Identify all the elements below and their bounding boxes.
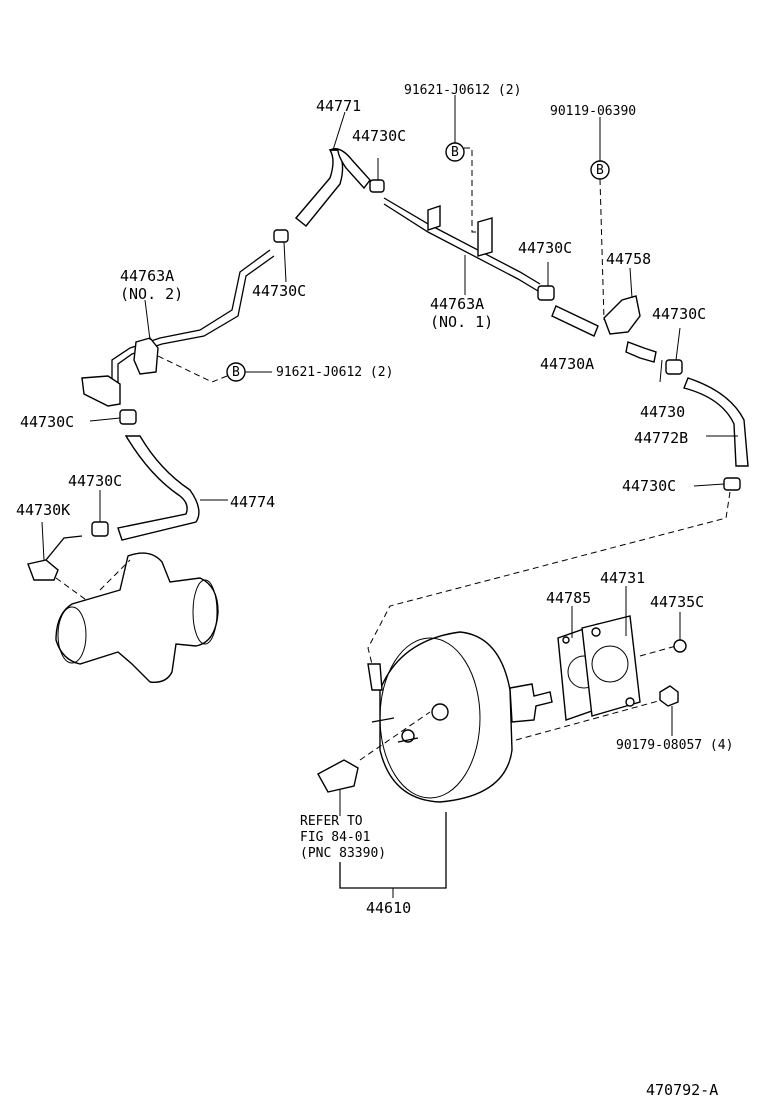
label-44735c: 44735C — [650, 593, 705, 611]
bolt-b-right — [590, 117, 610, 321]
clamp-44730c-far-left — [89, 409, 137, 425]
label-44730c-right: 44730C — [652, 305, 707, 323]
label-44730c-left: 44730C — [252, 282, 307, 300]
label-44758: 44758 — [606, 250, 652, 268]
label-44730c-lower-left: 44730C — [68, 472, 123, 490]
bolt-b-left-mark: B — [232, 365, 240, 380]
clamp-44730c-left — [273, 229, 289, 283]
label-no2: (NO. 2) — [120, 285, 184, 303]
label-44730c-lower-right: 44730C — [622, 477, 677, 495]
label-44730c-top: 44730C — [352, 127, 407, 145]
bolt-b-left — [157, 355, 272, 383]
clamp-44730c-top — [369, 158, 385, 193]
clamp-44730c-lower-left — [91, 490, 109, 537]
bolt-b-top-mark: B — [451, 145, 459, 160]
switch-83390 — [317, 759, 359, 816]
drawing-number: 470792-A — [646, 1081, 719, 1099]
valve-44730 — [625, 341, 663, 383]
plate-44731 — [581, 615, 641, 717]
nut-44735c — [673, 612, 687, 653]
clamp-44730c-lower-right — [693, 477, 741, 491]
check-valve-44758 — [603, 267, 641, 335]
label-44772b: 44772B — [634, 429, 689, 447]
bolt-b-right-mark: B — [596, 163, 604, 178]
brake-booster-44610 — [367, 631, 553, 803]
label-44763a-no2: 44763A — [120, 267, 175, 285]
label-fig: FIG 84-01 — [300, 830, 371, 845]
bolt-b-top — [445, 95, 478, 233]
label-44771: 44771 — [316, 97, 362, 115]
hose-44774 — [117, 435, 200, 541]
label-44730a: 44730A — [540, 355, 595, 373]
label-44730c-far-left: 44730C — [20, 413, 75, 431]
clamp-44730c-mid — [537, 262, 555, 301]
label-44730k: 44730K — [16, 501, 71, 519]
pipe-44763a-no1 — [383, 197, 541, 292]
union-44730k — [27, 521, 83, 581]
label-44774: 44774 — [230, 493, 276, 511]
hose-44771 — [294, 148, 371, 227]
hose-44772b — [683, 377, 749, 467]
label-refer-to: REFER TO — [300, 814, 363, 829]
label-44763a-no1: 44763A — [430, 295, 485, 313]
label-44730: 44730 — [640, 403, 686, 421]
label-90179: 90179-08057 (4) — [616, 738, 734, 753]
label-44731: 44731 — [600, 569, 646, 587]
label-44785: 44785 — [546, 589, 592, 607]
hose-44730a — [551, 305, 599, 337]
label-pnc: (PNC 83390) — [300, 846, 387, 861]
intake-manifold — [55, 552, 219, 683]
label-91621-left: 91621-J0612 (2) — [276, 365, 394, 380]
label-44610: 44610 — [366, 899, 412, 917]
label-90119: 90119-06390 — [550, 104, 637, 119]
clamp-44730c-right — [665, 327, 683, 375]
label-44730c-mid: 44730C — [518, 239, 573, 257]
label-no1: (NO. 1) — [430, 313, 494, 331]
label-91621-top: 91621-J0612 (2) — [404, 83, 522, 98]
pipe-44763a-no2 — [81, 249, 275, 407]
nut-90179 — [659, 685, 679, 736]
